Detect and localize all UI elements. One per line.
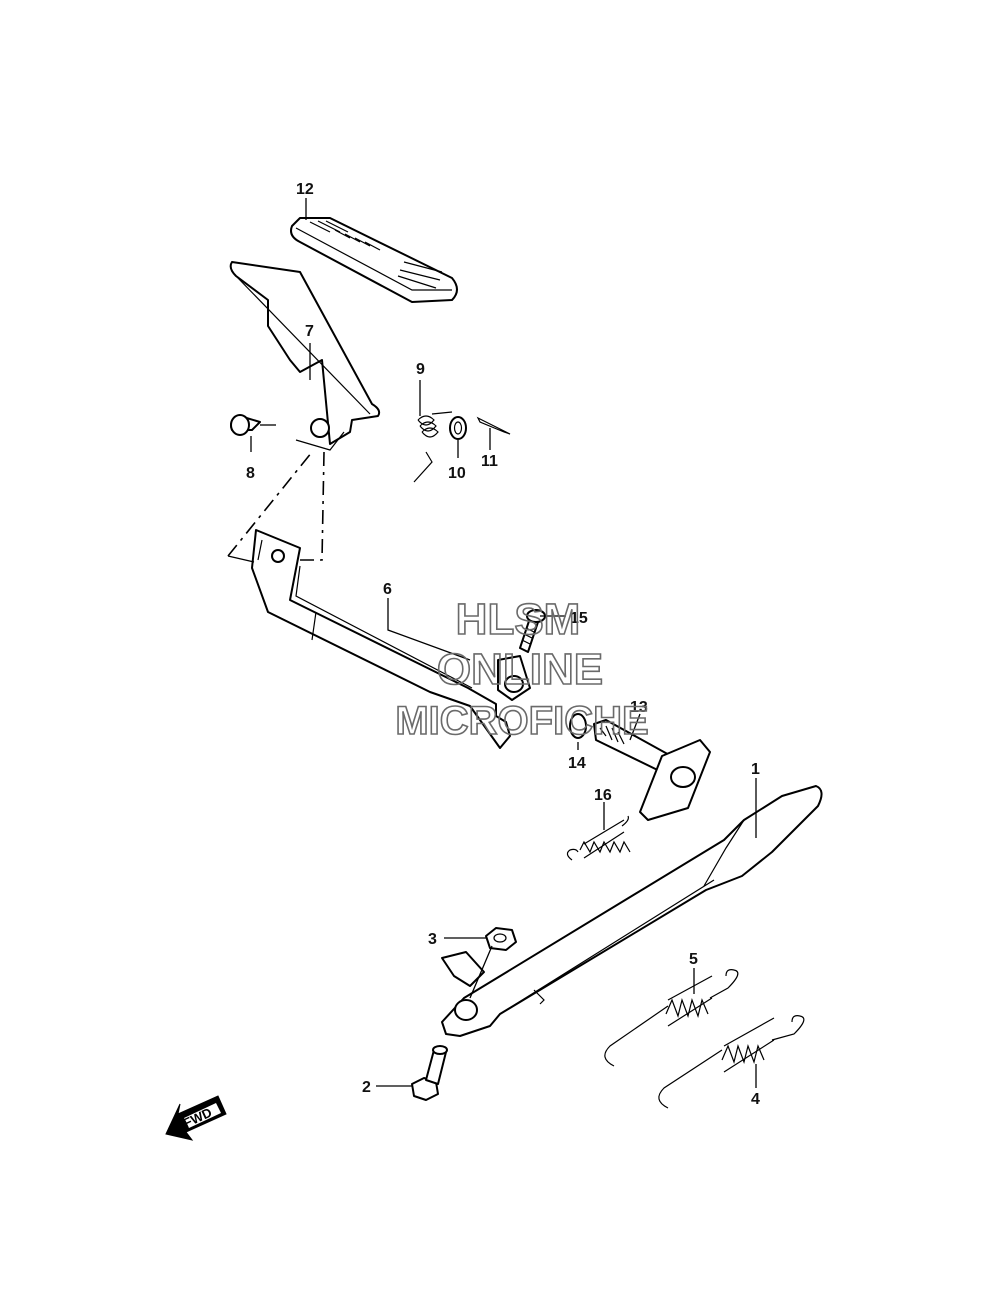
part-4-stand-spring[interactable]: [658, 1015, 805, 1109]
callout-9: 9: [416, 361, 425, 378]
callout-5: 5: [689, 951, 698, 968]
assembly-line-left: [227, 451, 313, 557]
callout-7: 7: [305, 323, 314, 340]
callout-16: 16: [594, 787, 612, 804]
part-16-return-spring[interactable]: [566, 815, 631, 861]
part-12-footrest-rubber[interactable]: [290, 217, 458, 303]
part-11-cotter-pin[interactable]: [476, 416, 511, 435]
callout-8: 8: [246, 465, 255, 482]
part-13-brake-shaft[interactable]: [593, 719, 711, 821]
callout-6: 6: [383, 581, 392, 598]
watermark-line-2: ONLINE: [437, 645, 603, 694]
part-5-stand-spring[interactable]: [604, 969, 739, 1067]
callout-4: 4: [751, 1091, 760, 1108]
callout-15: 15: [570, 610, 588, 627]
part-10-washer[interactable]: [449, 416, 467, 440]
callout-2: 2: [362, 1079, 371, 1096]
part-6-brake-pedal-arm[interactable]: [251, 529, 531, 749]
callout-12: 12: [296, 181, 314, 198]
leader-lines: [250, 198, 757, 1088]
callout-14: 14: [568, 755, 586, 772]
callout-1: 1: [751, 761, 760, 778]
part-2-pivot-bolt[interactable]: [411, 1045, 448, 1101]
watermark-line-1: HLSM: [456, 595, 581, 644]
callout-3: 3: [428, 931, 437, 948]
part-8-clevis-pin[interactable]: [230, 414, 276, 436]
watermark-line-3: MICROFICHE: [395, 699, 648, 743]
watermark: HLSM ONLINE MICROFICHE: [395, 594, 650, 744]
part-9-spring[interactable]: [413, 411, 453, 483]
callout-13: 13: [630, 699, 648, 716]
part-14-circlip[interactable]: [569, 713, 587, 739]
assembly-line-bracket: [227, 555, 255, 563]
callout-11: 11: [481, 453, 498, 470]
fwd-direction-arrow: FWD: [165, 1095, 227, 1141]
part-1-side-stand[interactable]: [441, 785, 823, 1037]
part-7-brake-pedal-pad[interactable]: [229, 261, 381, 451]
callout-10: 10: [448, 465, 466, 482]
assembly-line-right: [300, 451, 325, 561]
part-3-nut[interactable]: [485, 927, 517, 951]
